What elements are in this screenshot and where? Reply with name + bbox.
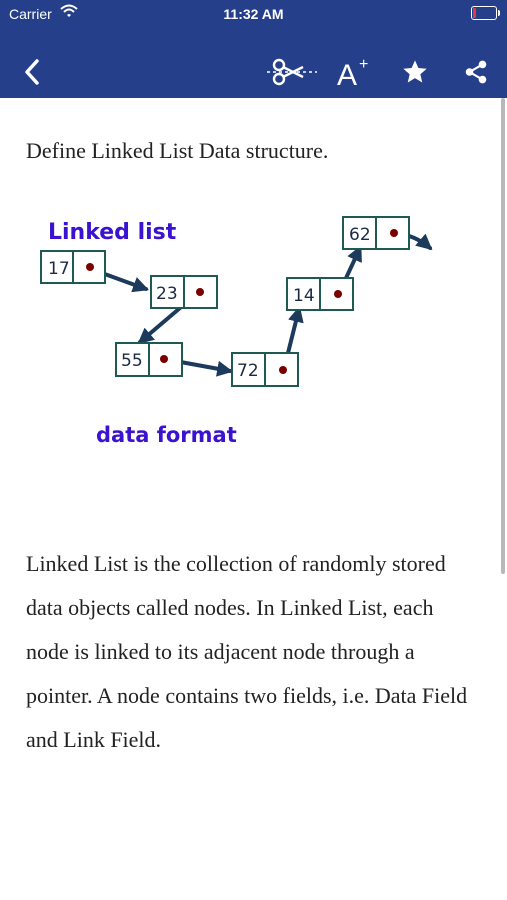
wifi-icon (60, 4, 78, 21)
share-icon (465, 60, 487, 84)
question-heading: Define Linked List Data structure. (26, 138, 329, 163)
back-button[interactable] (14, 52, 50, 92)
navigation-bar: Carrier 11:32 AM A + (0, 0, 507, 98)
list-node: 62 (342, 216, 410, 250)
favorite-button[interactable] (396, 52, 434, 92)
battery-icon (471, 6, 500, 20)
node-value: 23 (156, 284, 178, 304)
answer-paragraph: Linked List is the collection of randoml… (26, 551, 468, 752)
svg-text:+: + (359, 56, 368, 73)
node-value: 17 (48, 259, 70, 279)
list-node: 23 (150, 275, 218, 309)
font-size-icon: A + (337, 56, 368, 89)
diagram-caption: data format (96, 423, 237, 447)
list-node: 17 (40, 250, 106, 284)
clock-label: 11:32 AM (223, 6, 284, 22)
clip-button[interactable] (265, 52, 321, 92)
node-value: 14 (293, 286, 315, 306)
node-value: 62 (349, 225, 371, 245)
status-bar: Carrier 11:32 AM (0, 0, 507, 28)
diagram-title: Linked list (48, 220, 177, 245)
font-size-button[interactable]: A + (334, 52, 374, 92)
article-content: Define Linked List Data structure. Linke… (0, 98, 507, 900)
list-node: 14 (286, 277, 354, 311)
back-chevron-icon (25, 59, 39, 85)
list-node: 55 (115, 342, 183, 377)
star-icon (403, 60, 427, 83)
svg-text:A: A (337, 59, 357, 89)
linked-list-diagram: Linked list 17 23 (40, 216, 433, 447)
node-value: 55 (121, 351, 143, 371)
list-node: 72 (231, 352, 299, 387)
scrollbar[interactable] (501, 98, 505, 574)
scissors-icon (267, 58, 317, 86)
node-value: 72 (237, 361, 259, 381)
share-button[interactable] (456, 52, 496, 92)
carrier-label: Carrier (9, 6, 52, 22)
